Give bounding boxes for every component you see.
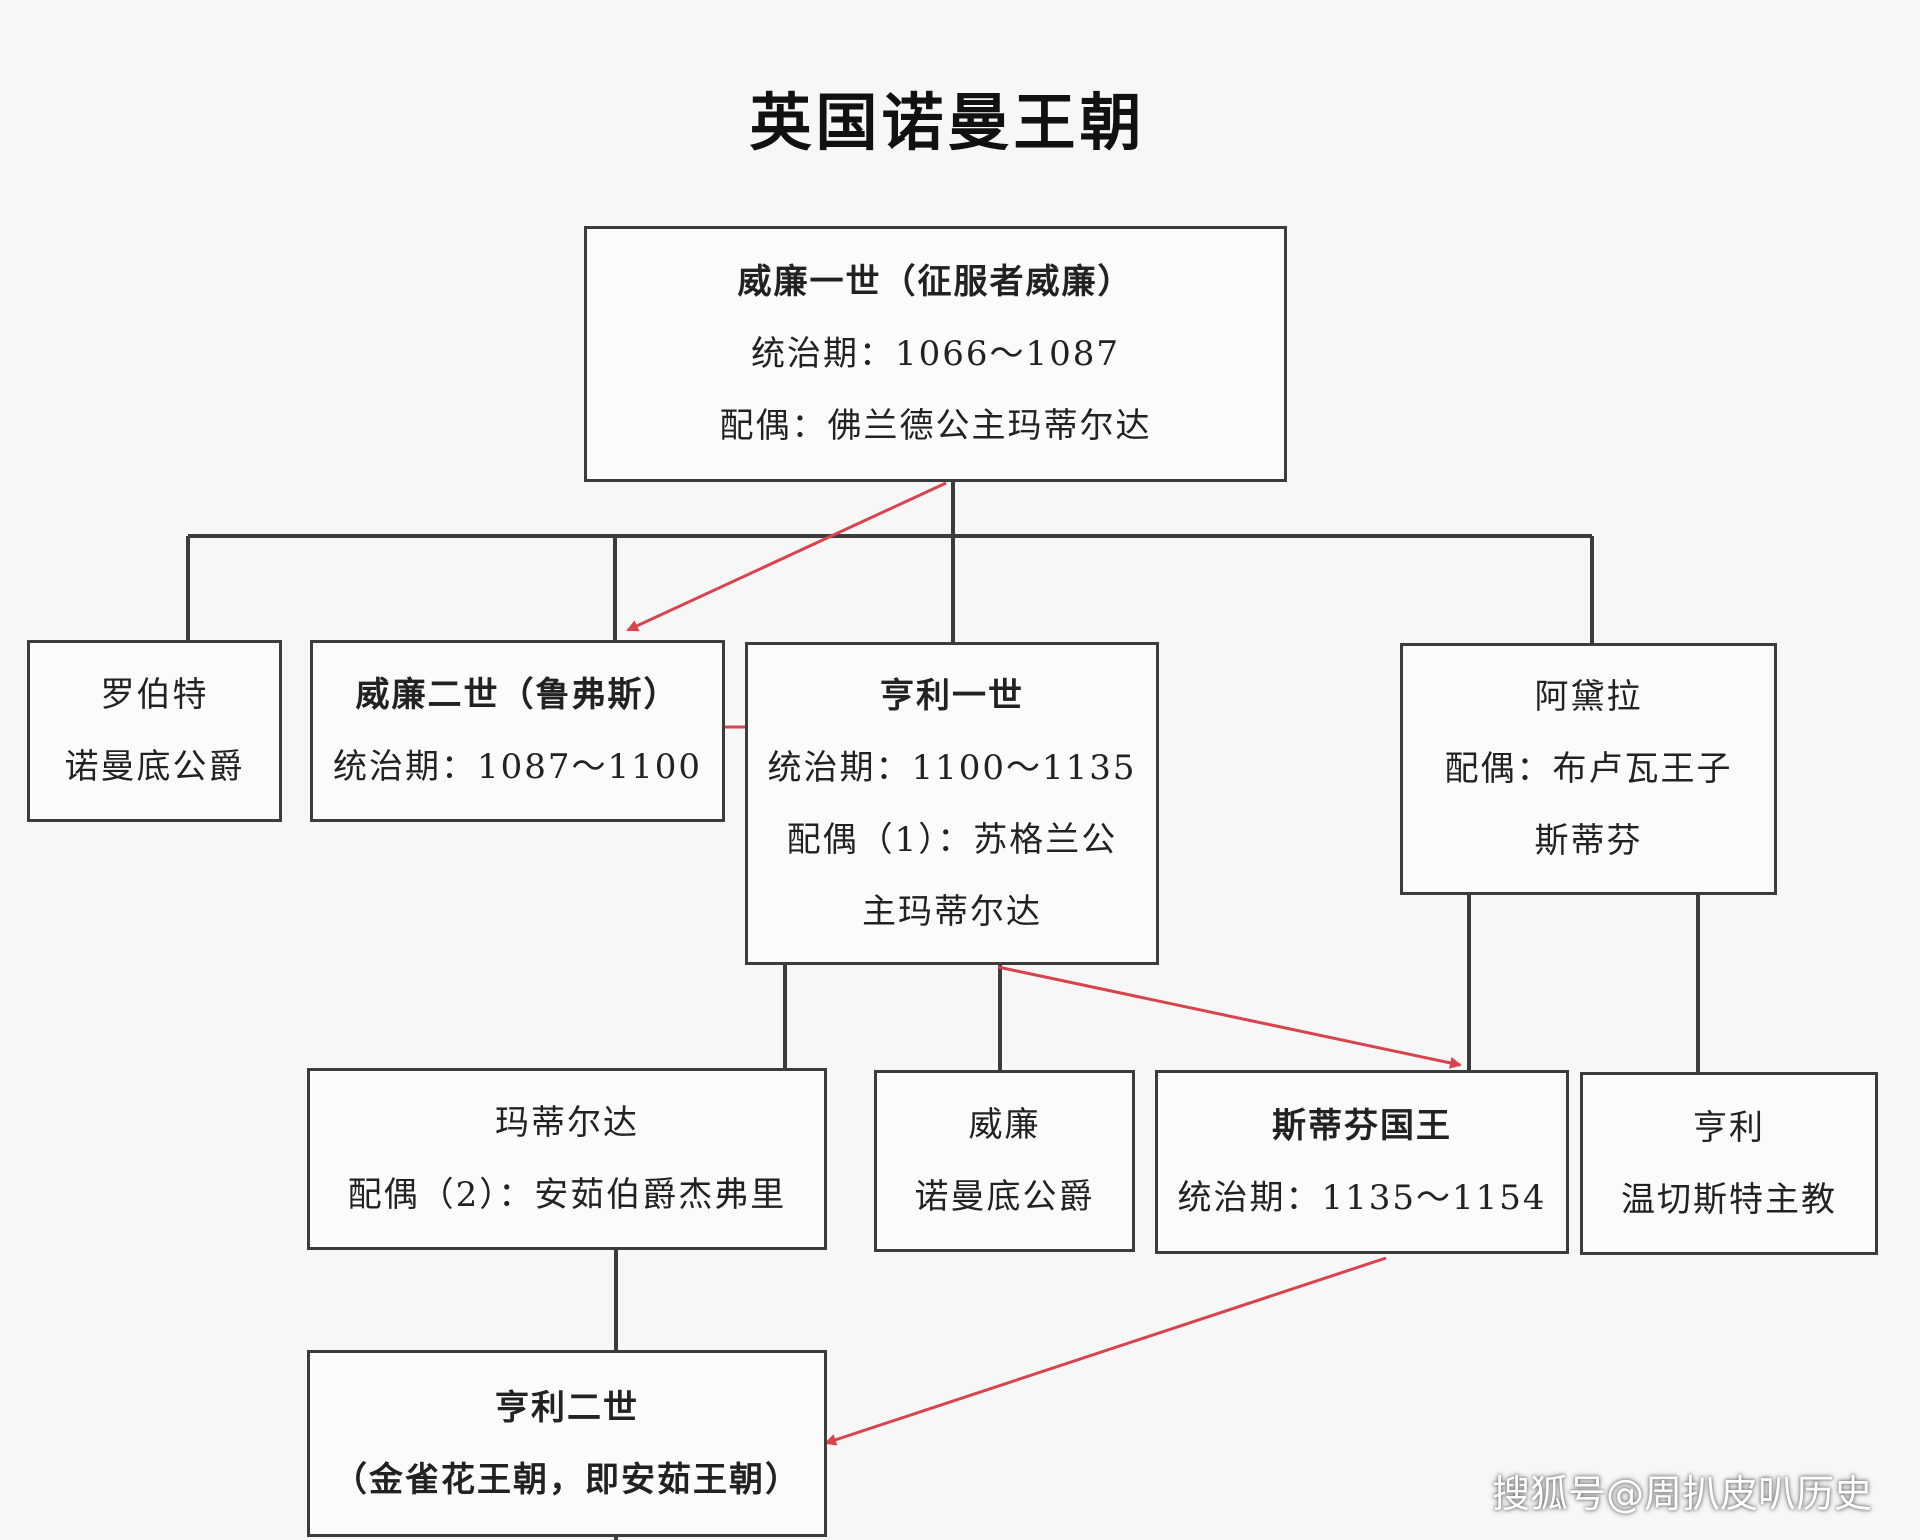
node-name: 玛蒂尔达	[495, 1103, 639, 1143]
node-king-stephen: 斯蒂芬国王 统治期：1135～1154	[1155, 1070, 1569, 1254]
node-reign: 统治期：1135～1154	[1177, 1178, 1547, 1218]
node-reign: 统治期：1087～1100	[332, 747, 703, 787]
watermark: 搜狐号@周扒皮叭历史	[1491, 1472, 1872, 1516]
node-matilda: 玛蒂尔达 配偶（2）：安茹伯爵杰弗里	[307, 1068, 827, 1250]
node-name: 阿黛拉	[1534, 677, 1643, 717]
node-henry-ii: 亨利二世 （金雀花王朝，即安茹王朝）	[307, 1350, 827, 1537]
node-name: 亨利一世	[880, 675, 1024, 716]
node-name: 威廉二世（鲁弗斯）	[355, 675, 680, 715]
node-name: 斯蒂芬国王	[1272, 1106, 1452, 1146]
node-spouse: 配偶（1）：苏格兰公	[786, 819, 1118, 860]
node-william-normandy: 威廉 诺曼底公爵	[874, 1070, 1135, 1252]
node-henry-i: 亨利一世 统治期：1100～1135 配偶（1）：苏格兰公 主玛蒂尔达	[745, 642, 1159, 965]
succession-arrow	[824, 1256, 1387, 1446]
node-spouse-cont: 斯蒂芬	[1534, 821, 1643, 861]
node-spouse: 配偶（2）：安茹伯爵杰弗里	[347, 1175, 787, 1215]
node-name: 亨利	[1693, 1107, 1765, 1148]
node-reign: 统治期：1100～1135	[767, 747, 1137, 788]
node-spouse-cont: 主玛蒂尔达	[862, 891, 1042, 932]
node-dynasty: （金雀花王朝，即安茹王朝）	[333, 1459, 801, 1500]
node-william-ii: 威廉二世（鲁弗斯） 统治期：1087～1100	[310, 640, 725, 822]
node-name: 威廉	[968, 1105, 1041, 1145]
node-spouse: 配偶：佛兰德公主玛蒂尔达	[719, 406, 1152, 446]
node-title: 诺曼底公爵	[914, 1177, 1095, 1217]
node-adela: 阿黛拉 配偶：布卢瓦王子 斯蒂芬	[1400, 643, 1777, 895]
node-robert: 罗伯特 诺曼底公爵	[27, 640, 282, 822]
page-title: 英国诺曼王朝	[749, 86, 1146, 159]
node-name: 威廉一世（征服者威廉）	[737, 262, 1134, 302]
lineage-lines	[186, 482, 1700, 1540]
succession-arrow	[997, 965, 1462, 1069]
node-reign: 统治期：1066～1087	[750, 334, 1121, 374]
node-name: 罗伯特	[100, 675, 209, 715]
node-name: 亨利二世	[495, 1387, 639, 1428]
node-spouse: 配偶：布卢瓦王子	[1444, 749, 1733, 789]
node-title: 温切斯特主教	[1621, 1179, 1837, 1220]
node-william-i: 威廉一世（征服者威廉） 统治期：1066～1087 配偶：佛兰德公主玛蒂尔达	[584, 226, 1287, 482]
node-henry-bishop: 亨利 温切斯特主教	[1580, 1072, 1878, 1255]
succession-arrow	[626, 481, 947, 632]
node-title: 诺曼底公爵	[64, 747, 245, 787]
